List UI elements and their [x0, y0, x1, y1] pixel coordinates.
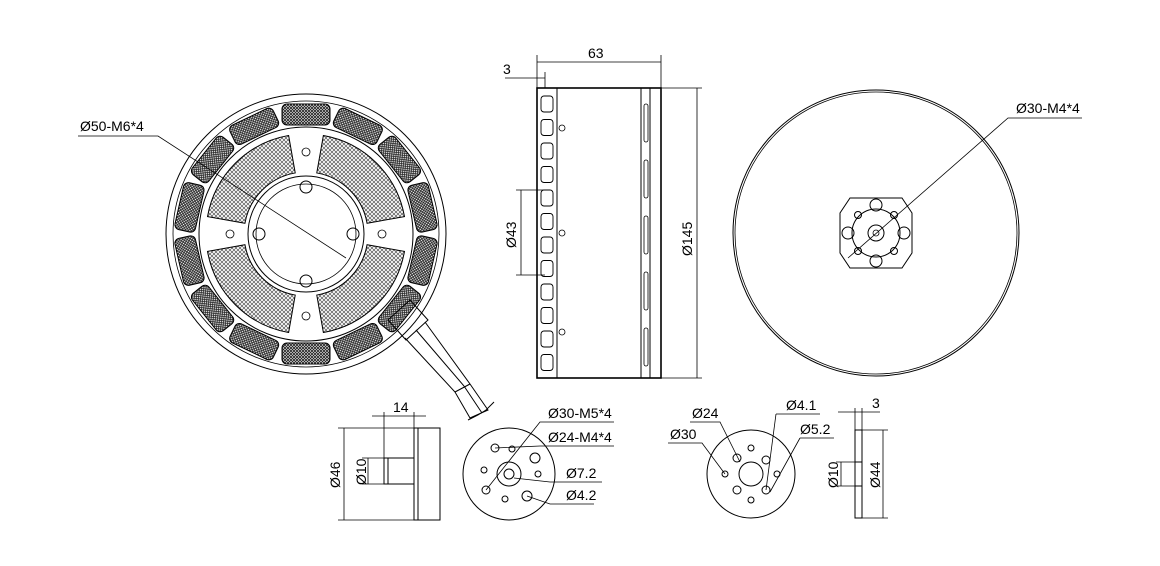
- winding-sector: [206, 244, 296, 334]
- winding-sector: [206, 134, 296, 224]
- hub-hole-b-label: Ø4.2: [566, 487, 597, 503]
- side-ventilation-slots: [540, 95, 649, 371]
- coil-slot: [377, 135, 422, 184]
- side-slot: [540, 330, 554, 348]
- stator-bolt-hole: [346, 227, 360, 241]
- side-inner-dia-label: Ø43: [503, 221, 519, 248]
- coil-slot: [332, 322, 383, 361]
- side-width-label: 63: [588, 45, 604, 61]
- plate-hole-b-label: Ø5.2: [800, 421, 831, 437]
- coil-slot: [407, 235, 438, 286]
- cable-outlet: [387, 299, 495, 421]
- rotor-front-view: Ø30-M4*4: [732, 89, 1082, 377]
- side-flange-label: 3: [503, 61, 511, 77]
- side-outer-dia-label: Ø145: [679, 222, 695, 256]
- side-vent: [643, 327, 649, 367]
- side-vent: [643, 159, 649, 199]
- winding-sector: [316, 134, 406, 224]
- side-slot: [540, 142, 554, 160]
- side-slot: [540, 236, 554, 254]
- motor-side-view: 63 3 Ø43 Ø145: [503, 45, 702, 379]
- coil-slot: [190, 284, 235, 333]
- coil-slot: [174, 235, 205, 286]
- coil-slot: [281, 103, 331, 126]
- plate-thickness-label: 3: [872, 395, 880, 411]
- hub-bolt-circle-a-label: Ø30-M5*4: [548, 405, 612, 421]
- winding-sector: [316, 244, 406, 334]
- side-slot: [540, 213, 554, 230]
- hub-hole-a-label: Ø7.2: [566, 465, 597, 481]
- plate-front-view: Ø24 Ø30 Ø4.1 Ø5.2: [668, 397, 834, 519]
- plate-pcd-b-label: Ø30: [670, 426, 697, 442]
- coil-slot: [190, 135, 235, 184]
- coil-slot: [281, 342, 331, 365]
- hub-front-view: Ø30-M5*4 Ø24-M4*4 Ø7.2 Ø4.2: [462, 405, 614, 521]
- coil-slot: [229, 107, 280, 146]
- side-slot: [540, 189, 554, 207]
- stator-coil-slots: [174, 103, 438, 365]
- side-slot: [540, 283, 554, 301]
- plate-outer-dia-label: Ø44: [867, 461, 883, 488]
- plate-side-view: 3 Ø10 Ø44: [825, 395, 888, 519]
- side-slot: [540, 95, 554, 113]
- side-vent: [643, 271, 649, 311]
- stator-bolt-circle-label: Ø50-M6*4: [80, 118, 144, 134]
- plate-bore-label: Ø10: [825, 461, 841, 488]
- stator-bolt-hole: [299, 180, 313, 194]
- side-slot: [540, 166, 554, 183]
- coil-slot: [174, 182, 205, 233]
- shaft-side-view: 14 Ø46 Ø10: [327, 399, 441, 521]
- side-vent: [643, 103, 649, 143]
- side-slot: [540, 354, 554, 371]
- plate-pcd-a-label: Ø24: [692, 405, 719, 421]
- shaft-dia-label: Ø10: [353, 458, 369, 485]
- plate-hole-a-label: Ø4.1: [786, 397, 817, 413]
- coil-slot: [332, 107, 383, 146]
- side-slot: [540, 119, 554, 136]
- coil-slot: [407, 182, 438, 233]
- side-slot: [540, 260, 554, 277]
- hub-bolt-circle-b-label: Ø24-M4*4: [548, 429, 612, 445]
- stator-bolt-hole: [299, 274, 313, 288]
- shaft-flange-dia-label: Ø46: [327, 461, 343, 488]
- rotor-bolt-circle-label: Ø30-M4*4: [1016, 100, 1080, 116]
- coil-slot: [229, 322, 280, 361]
- side-vent: [643, 215, 649, 255]
- stator-bolt-hole: [252, 227, 266, 241]
- coil-slot: [377, 284, 422, 333]
- shaft-length-label: 14: [393, 399, 409, 415]
- stator-front-view: Ø50-M6*4: [78, 93, 495, 421]
- side-slot: [540, 307, 554, 324]
- stator-inner-windings: [206, 134, 406, 334]
